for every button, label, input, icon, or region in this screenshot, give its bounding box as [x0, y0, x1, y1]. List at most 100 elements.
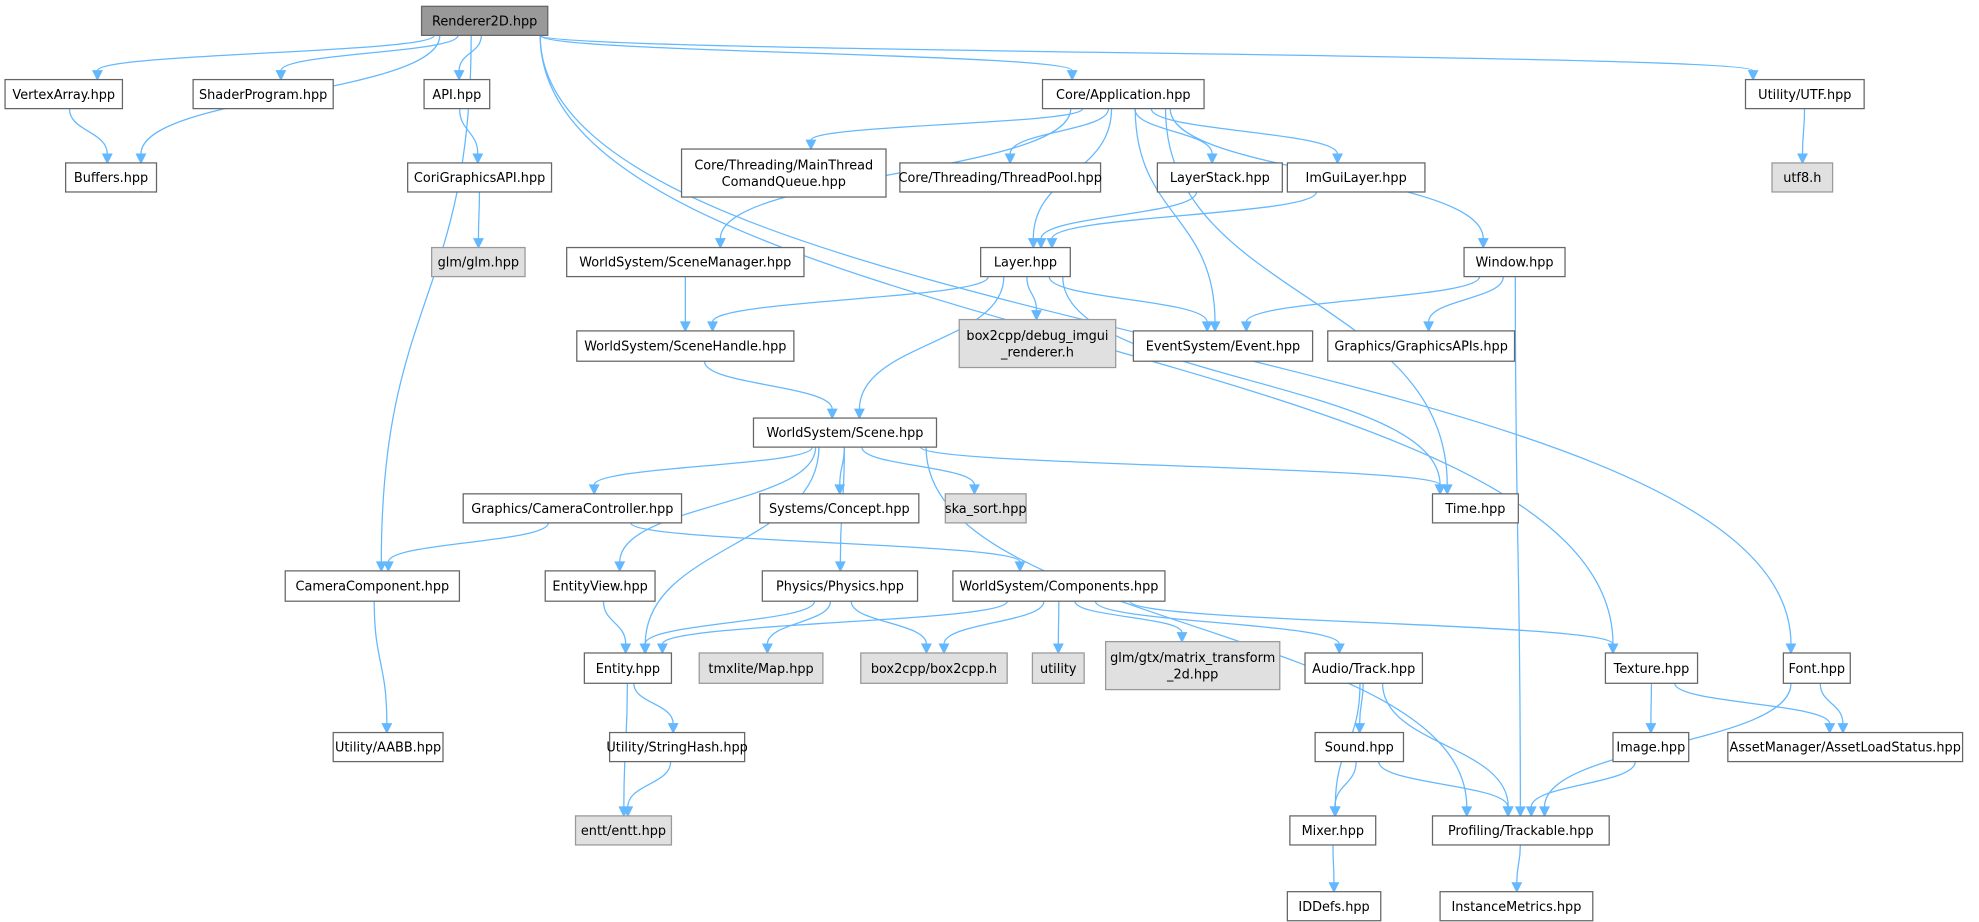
node-box	[944, 493, 1027, 524]
node-vertexarray[interactable]: VertexArray.hpp	[4, 78, 124, 110]
node-box2cpp[interactable]: box2cpp/box2cpp.h	[860, 652, 1008, 684]
node-glm[interactable]: glm/glm.hpp	[431, 246, 526, 278]
node-assetloadstatus[interactable]: AssetManager/AssetLoadStatus.hpp	[1727, 731, 1964, 763]
node-label: IDDefs.hpp	[1298, 900, 1369, 915]
node-box	[1041, 78, 1205, 110]
node-label: utility	[1040, 662, 1077, 677]
node-box	[1104, 640, 1281, 691]
edge-scene-to-entity	[644, 447, 820, 645]
node-texture[interactable]: Texture.hpp	[1604, 652, 1699, 684]
node-box	[1156, 162, 1283, 193]
node-label: entt/entt.hpp	[581, 824, 666, 839]
node-layer[interactable]: Layer.hpp	[980, 246, 1071, 278]
edge-scene-to-cameracontroller	[593, 446, 813, 486]
arrowhead-icon	[1441, 484, 1453, 496]
node-label: Layer.hpp	[994, 256, 1057, 271]
node-cameracontroller[interactable]: Graphics/CameraController.hpp	[462, 493, 683, 524]
node-stringhash[interactable]: Utility/StringHash.hpp	[606, 731, 748, 763]
node-box	[752, 417, 938, 448]
node-buffers[interactable]: Buffers.hpp	[64, 162, 158, 193]
edge-renderer2d-to-cameracomponent	[380, 35, 472, 563]
node-shaderprogram[interactable]: ShaderProgram.hpp	[192, 78, 334, 110]
node-window[interactable]: Window.hpp	[1463, 246, 1566, 278]
node-scene[interactable]: WorldSystem/Scene.hpp	[752, 417, 938, 448]
node-instancemetrics[interactable]: InstanceMetrics.hpp	[1439, 891, 1594, 922]
node-time[interactable]: Time.hpp	[1431, 493, 1519, 524]
arrowhead-icon	[1035, 238, 1047, 249]
node-physics[interactable]: Physics/Physics.hpp	[761, 570, 919, 602]
node-components[interactable]: WorldSystem/Components.hpp	[952, 570, 1166, 602]
node-imguilayer[interactable]: ImGuiLayer.hpp	[1286, 162, 1426, 193]
node-concept[interactable]: Systems/Concept.hpp	[759, 493, 920, 524]
node-utf[interactable]: Utility/UTF.hpp	[1744, 78, 1865, 110]
node-label: VertexArray.hpp	[12, 88, 115, 103]
arrowhead-icon	[1201, 321, 1213, 333]
node-api[interactable]: API.hpp	[423, 78, 491, 110]
node-cameracomponent[interactable]: CameraComponent.hpp	[284, 570, 461, 602]
node-scenemanager[interactable]: WorldSystem/SceneManager.hpp	[566, 246, 805, 278]
node-box	[1782, 652, 1851, 684]
arrowhead-icon	[1354, 723, 1366, 734]
edge-scene-to-time	[920, 446, 1441, 486]
node-layerstack[interactable]: LayerStack.hpp	[1156, 162, 1283, 193]
node-box	[1031, 652, 1085, 684]
node-label: EntityView.hpp	[552, 580, 647, 595]
edge-renderer2d-to-api	[458, 35, 482, 71]
node-box	[1327, 330, 1516, 362]
node-threadpool[interactable]: Core/Threading/ThreadPool.hpp	[899, 162, 1102, 193]
node-iddefs[interactable]: IDDefs.hpp	[1286, 891, 1382, 922]
node-label: Renderer2D.hpp	[432, 15, 537, 30]
node-trackable[interactable]: Profiling/Trackable.hpp	[1431, 815, 1610, 846]
node-entityview[interactable]: EntityView.hpp	[544, 570, 656, 602]
node-entity[interactable]: Entity.hpp	[583, 652, 673, 684]
arrowhead-icon	[1027, 238, 1039, 249]
edge-physics-to-entity	[644, 600, 816, 645]
node-entt[interactable]: entt/entt.hpp	[574, 815, 673, 846]
node-debugimgui[interactable]: box2cpp/debug_imgui_renderer.h	[958, 318, 1117, 369]
node-box	[860, 652, 1008, 684]
node-graphicsapis[interactable]: Graphics/GraphicsAPIs.hpp	[1327, 330, 1516, 362]
node-box	[680, 148, 887, 198]
node-skasort[interactable]: ska_sort.hpp	[944, 493, 1027, 524]
arrowhead-icon	[805, 139, 817, 151]
node-matrix2d[interactable]: glm/gtx/matrix_transform_2d.hpp	[1104, 640, 1281, 691]
edge-layer-to-debugimgui	[1026, 276, 1038, 311]
node-utility[interactable]: utility	[1031, 652, 1085, 684]
node-scenehandle[interactable]: WorldSystem/SceneHandle.hpp	[576, 330, 795, 362]
node-box	[64, 162, 158, 193]
arrowhead-icon	[1423, 321, 1435, 333]
node-tmxlite[interactable]: tmxlite/Map.hpp	[698, 652, 824, 684]
node-box	[1771, 162, 1834, 193]
node-label: box2cpp/debug_imgui	[966, 329, 1108, 344]
node-label: box2cpp/box2cpp.h	[871, 662, 997, 677]
node-label: tmxlite/Map.hpp	[708, 662, 813, 677]
node-aabb[interactable]: Utility/AABB.hpp	[332, 731, 444, 763]
node-box	[1727, 731, 1964, 763]
node-box	[698, 652, 824, 684]
node-label: Font.hpp	[1789, 662, 1846, 677]
node-event[interactable]: EventSystem/Event.hpp	[1132, 330, 1314, 362]
node-label: Time.hpp	[1444, 502, 1505, 517]
node-renderer2d[interactable]: Renderer2D.hpp	[420, 5, 549, 36]
node-font[interactable]: Font.hpp	[1782, 652, 1851, 684]
arrowhead-icon	[1477, 238, 1489, 249]
arrowhead-icon	[1332, 153, 1343, 165]
edge-scene-to-skasort	[861, 446, 976, 486]
arrowhead-icon	[1004, 153, 1016, 165]
edge-renderer2d-to-application	[539, 34, 1073, 72]
node-sound[interactable]: Sound.hpp	[1314, 731, 1405, 763]
node-utf8[interactable]: utf8.h	[1771, 162, 1834, 193]
node-mixer[interactable]: Mixer.hpp	[1289, 815, 1377, 846]
node-label: _2d.hpp	[1166, 667, 1218, 682]
node-corigraphicsapi[interactable]: CoriGraphicsAPI.hpp	[407, 162, 553, 193]
node-image[interactable]: Image.hpp	[1612, 731, 1690, 763]
node-label: Graphics/CameraController.hpp	[471, 502, 673, 517]
edge-renderer2d-to-vertexarray	[96, 34, 435, 72]
edge-renderer2d-to-utf	[539, 34, 1754, 72]
arrowhead-icon	[473, 238, 484, 249]
node-application[interactable]: Core/Application.hpp	[1041, 78, 1205, 110]
edge-sound-to-trackable	[1378, 761, 1509, 808]
edge-mixer-to-iddefs	[1332, 844, 1335, 883]
node-track[interactable]: Audio/Track.hpp	[1304, 652, 1424, 684]
